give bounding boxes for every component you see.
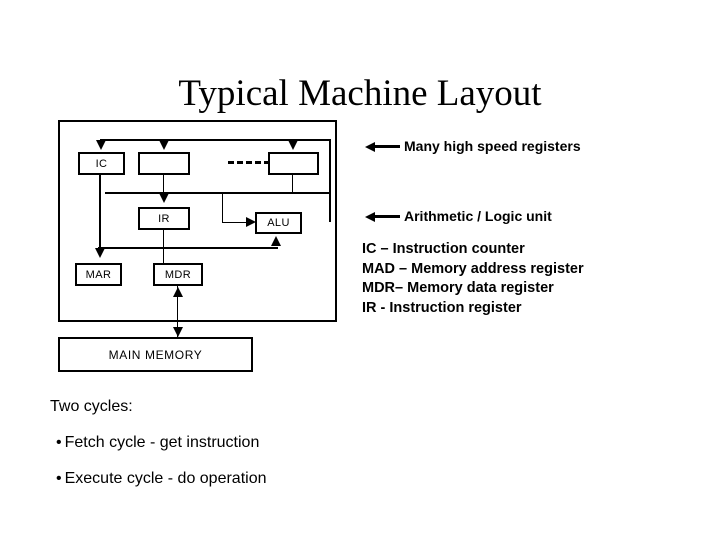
arrow-into-mar-icon (95, 248, 105, 258)
bus-middle (105, 192, 331, 194)
body-lead: Two cycles: (50, 398, 133, 415)
annotation-alu: Arithmetic / Logic unit (404, 208, 552, 224)
bullet-text-execute: Execute cycle - do operation (64, 470, 267, 487)
bullet-marker: • (56, 470, 62, 487)
block-label-main-memory: MAIN MEMORY (108, 347, 203, 362)
alu-input-vertical (222, 192, 223, 222)
block-label-ir: IR (158, 212, 170, 225)
bus-right-vertical (329, 139, 331, 222)
arrow-into-register-2-icon (159, 140, 169, 150)
bullet-text-fetch: Fetch cycle - get instruction (64, 434, 260, 451)
link-register3-to-middle-bus (292, 175, 293, 192)
cpu-block-diagram: IC IR ALU (46, 114, 606, 384)
register-ellipsis-dashes (228, 161, 306, 164)
mdr-memory-bus (177, 286, 178, 337)
arrow-into-alu-bottom-icon (271, 236, 281, 246)
block-label-mdr: MDR (164, 268, 192, 281)
arrow-into-ic-icon (96, 140, 106, 150)
register-box-ic: IC (78, 152, 125, 175)
alu-input-horizontal (222, 222, 250, 223)
legend-item-ic: IC – Instruction counter (362, 241, 525, 257)
annotation-arrowhead-registers-icon (365, 142, 375, 152)
arrow-into-memory-icon (173, 327, 183, 337)
arrow-into-alu-left-icon (246, 217, 256, 227)
page-title: Typical Machine Layout (178, 73, 542, 114)
legend-item-mdr: MDR– Memory data register (362, 280, 554, 296)
abbreviation-legend: IC – Instruction counter MAD – Memory ad… (362, 240, 584, 318)
ir-to-mdr-path (163, 230, 164, 263)
annotation-registers: Many high speed registers (404, 138, 581, 154)
block-label-alu: ALU (267, 217, 290, 229)
bullet-item-execute: •Execute cycle - do operation (50, 470, 670, 488)
register-label-ic: IC (95, 157, 108, 170)
register-box-3 (268, 152, 319, 175)
block-ir: IR (138, 207, 190, 230)
block-mar: MAR (75, 263, 122, 286)
bus-lower (98, 247, 278, 249)
arrow-into-mdr-icon (173, 287, 183, 297)
bullet-marker: • (56, 434, 62, 451)
link-register2-to-middle-bus (163, 175, 164, 192)
block-mdr: MDR (153, 263, 203, 286)
bullet-item-fetch: •Fetch cycle - get instruction (50, 434, 670, 452)
block-alu: ALU (255, 212, 302, 234)
block-label-mar: MAR (85, 268, 112, 281)
annotation-line-alu (374, 215, 400, 218)
legend-item-mad: MAD – Memory address register (362, 260, 584, 277)
arrow-into-register-3-icon (288, 140, 298, 150)
register-box-2 (138, 152, 190, 175)
bus-top (100, 139, 331, 141)
legend-item-ir: IR - Instruction register (362, 299, 522, 316)
annotation-line-registers (374, 145, 400, 148)
body-text-block: Two cycles: •Fetch cycle - get instructi… (50, 398, 670, 506)
block-main-memory: MAIN MEMORY (58, 337, 253, 372)
ic-to-mar-path (99, 175, 101, 247)
arrow-into-ir-icon (159, 193, 169, 203)
annotation-arrowhead-alu-icon (365, 212, 375, 222)
